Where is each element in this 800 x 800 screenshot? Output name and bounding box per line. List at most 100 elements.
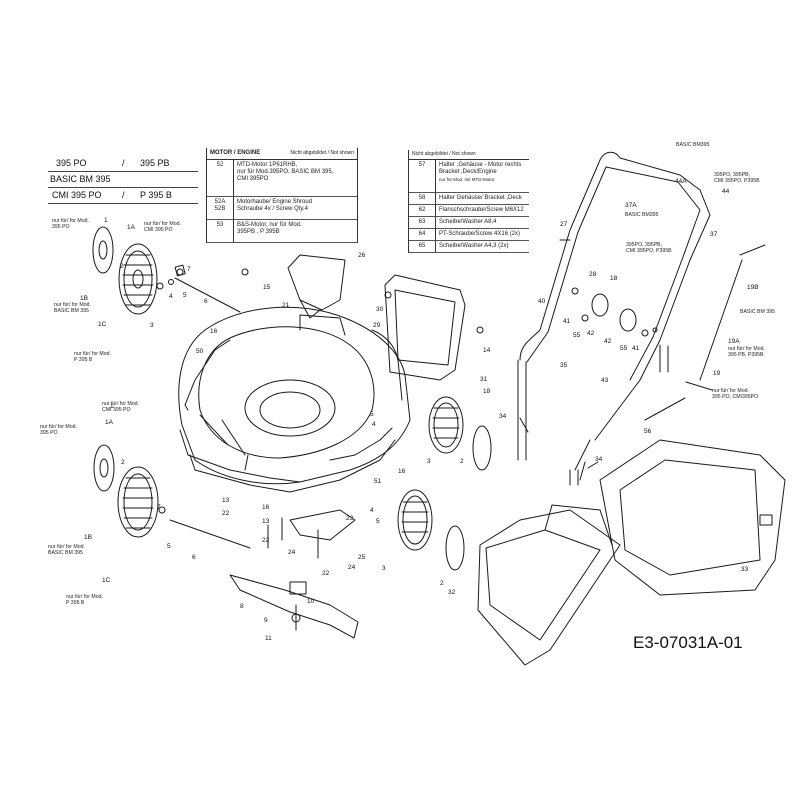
engine-shroud-26: [287, 254, 346, 319]
mower-deck: [178, 306, 411, 493]
part-label-1A: 1A: [127, 224, 136, 231]
part-number: 65: [409, 241, 436, 252]
part-label-41b: 41: [632, 345, 640, 352]
deck-inner: [198, 326, 375, 459]
wheel-lower-left-tread: [123, 473, 153, 531]
part-description: MTD-Motor 1P61RHB, nur für Mod.395PO, BA…: [234, 160, 357, 196]
model-note-n7: BASIC BM 395: [48, 550, 83, 556]
parts-row-63: 63 Scheibe/Washer A8,4: [409, 217, 529, 229]
part-description: Scheibe/Washer A8,4: [439, 219, 497, 225]
motor-row-52: 52 MTD-Motor 1P61RHB, nur für Mod.395PO,…: [207, 160, 357, 197]
part-label-16b: 16: [398, 468, 406, 475]
part-label-34b: 34: [595, 456, 603, 463]
wheel-lower-left-treads: [122, 477, 154, 529]
wheel-treads: [122, 254, 154, 306]
part-label-51: 51: [374, 478, 382, 485]
knob-42-right: [619, 308, 637, 332]
knob-42-left: [591, 293, 609, 317]
blade-housing-inner: [259, 391, 321, 429]
front-wheel-mid: [428, 396, 492, 471]
shroud-outline: [287, 254, 346, 311]
axle-bolt: [156, 282, 164, 290]
part-description: PT-Schraube/Screw 4X16 (2x): [439, 231, 521, 237]
blade-8: [229, 574, 359, 639]
part-label-23: 23: [346, 515, 354, 522]
washer: [652, 327, 658, 333]
nut: [241, 268, 249, 276]
part-label-1b2: 1: [110, 403, 114, 410]
model-note-n10: CMI 395PO, P395B: [714, 178, 760, 184]
part-label-21a: 21: [282, 302, 290, 309]
part-label-13a: 13: [222, 497, 230, 504]
deck-ribs: [199, 414, 249, 471]
part-label-42a: 42: [587, 330, 595, 337]
part-label-5c: 5: [167, 543, 171, 550]
motor-table-header: MOTOR / ENGINE Nicht abgebildet / Not sh…: [207, 148, 357, 160]
model-note-n9: BASIC BM395: [676, 142, 710, 148]
model-p395b: P 395 B: [140, 190, 172, 200]
part-label-1B: 1B: [80, 295, 88, 302]
part-description: Scheibe/Washer A4,3 (2x): [439, 243, 509, 249]
part-label-31: 31: [480, 376, 488, 383]
wheel-lower: [397, 489, 433, 551]
washer: [581, 314, 589, 322]
hubcap-1a-inner: [98, 240, 108, 260]
axle-6-lower: [169, 519, 251, 549]
part-label-13b: 13: [262, 518, 270, 525]
part-label-6b: 6: [192, 554, 196, 561]
model-note-n3: nur für/ for Mod.: [54, 302, 91, 308]
desc-line: Bracket ,Deck/Engine: [439, 169, 497, 175]
wheel-tread: [123, 250, 153, 308]
model-note-n8: nur für/ for Mod.: [66, 594, 103, 600]
part-label-16c: 16: [262, 504, 270, 511]
model-note-n3: BASIC BM 395: [54, 308, 89, 314]
part-number: 53: [207, 220, 234, 242]
lower-handle-35: [517, 359, 527, 461]
part-label-14a: 14: [483, 347, 491, 354]
part-label-2b: 2: [460, 458, 464, 465]
part-number: 57: [409, 160, 436, 192]
washer: [641, 329, 649, 337]
frame-outline: [477, 509, 621, 666]
model-note-n12: CMI 395PO, P395B: [626, 248, 672, 254]
part-label-29: 29: [373, 322, 381, 329]
part-label-41a: 41: [563, 318, 571, 325]
part-label-19A: 19A: [728, 338, 740, 345]
part-label-5a: 5: [183, 292, 187, 299]
part-label-4c: 4: [370, 507, 374, 514]
part-label-9: 9: [264, 617, 268, 624]
diagram-code: E3-07031A-01: [633, 633, 743, 652]
part-label-7a: 7: [187, 266, 191, 273]
part-label-22a: 22: [222, 510, 230, 517]
grass-bag-33: [599, 439, 786, 596]
model-note-n14: nur für/ for Mod.: [728, 346, 765, 352]
hubcap-lower-left-inner: [99, 458, 109, 478]
part-label-44A: 44A: [675, 178, 687, 185]
motor-row-52a: 52A 52B Motorhaube/ Engine Shroud Schrau…: [207, 197, 357, 220]
part-label-50: 50: [196, 348, 204, 355]
washer: [571, 287, 579, 295]
part-label-40: 40: [538, 298, 546, 305]
parts-row-62: 62 Flanschschraube/Screw M6X12: [409, 205, 529, 217]
desc-line: B&S-Motor, nur für Mod.: [237, 222, 302, 228]
part-label-3a: 3: [150, 322, 154, 329]
part-description: Halter Gehäuse/ Bracket ,Deck: [439, 195, 522, 201]
deflector-50: [184, 339, 231, 411]
clips: [519, 417, 599, 469]
model-note-n12: 395PO, 395PB,: [626, 242, 662, 248]
handle-link: [659, 344, 669, 373]
part-label-19: 19: [713, 370, 721, 377]
bracket-23: [289, 509, 356, 541]
bag-outline: [599, 439, 786, 596]
desc-line: Halter ,Gehäuse - Motor rechts: [439, 162, 522, 168]
part-label-55a: 55: [573, 332, 581, 339]
model-note-n2: nur für/ for Mod.: [144, 221, 181, 227]
model-line-3: CMI 395 PO / P 395 B: [48, 188, 198, 204]
model-note-n4: nur für/ for Mod.: [74, 351, 111, 357]
part-number: 62: [409, 205, 436, 216]
wheel-mid: [428, 396, 464, 454]
part-label-25: 25: [358, 554, 366, 561]
model-note-n1: nur für/ for Mod.: [52, 218, 89, 224]
lower-handle-43: [574, 419, 611, 481]
